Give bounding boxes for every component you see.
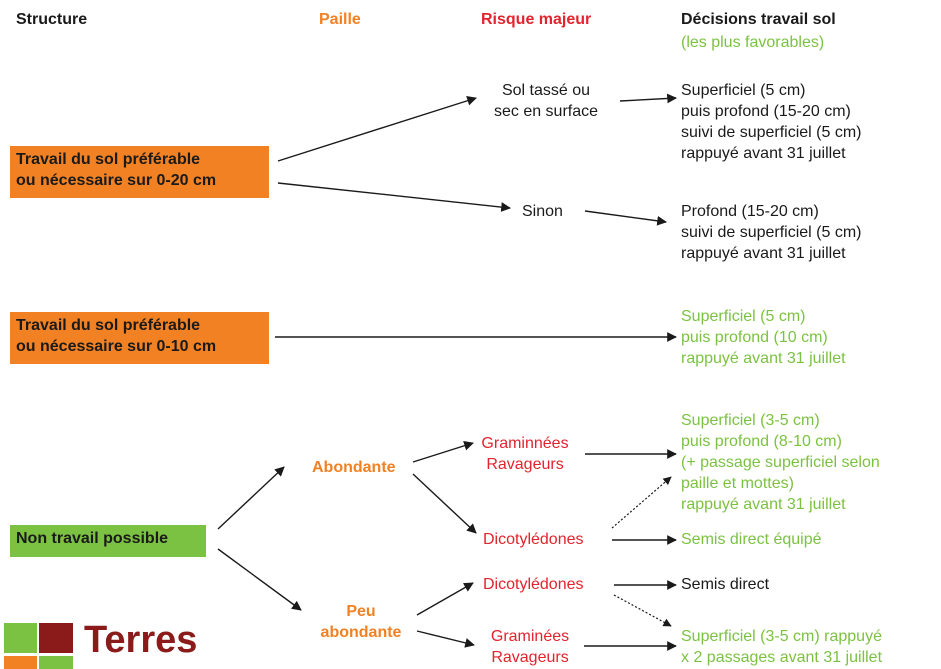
decision-d4-line5: rappuyé avant 31 juillet	[681, 496, 846, 513]
risque-sol-tasse: Sol tassé ou sec en surface	[476, 80, 616, 122]
box-travail-0-10-line1: Travail du sol préférable	[16, 317, 201, 334]
decision-d1-line2: puis profond (15-20 cm)	[681, 103, 851, 120]
decision-d4-line2: puis profond (8-10 cm)	[681, 433, 842, 450]
header-paille: Paille	[319, 11, 361, 28]
decision-d1-line4: rappuyé avant 31 juillet	[681, 145, 846, 162]
decision-d1: Superficiel (5 cm) puis profond (15-20 c…	[681, 80, 862, 164]
arrow-box1-to-soltasse	[277, 96, 477, 162]
decision-d3-line3: rappuyé avant 31 juillet	[681, 350, 846, 367]
risque-gram2-line2: Ravageurs	[491, 649, 569, 666]
paille-peu-line1: Peu	[346, 603, 376, 620]
box-travail-0-20-line1: Travail du sol préférable	[16, 151, 201, 168]
arrow-box3-to-abondante	[217, 466, 285, 530]
header-decisions-sub: (les plus favorables)	[681, 34, 825, 51]
arrow-abondante-to-dico1	[412, 473, 477, 534]
decision-d3: Superficiel (5 cm) puis profond (10 cm) …	[681, 306, 846, 369]
risque-sol-tasse-line2: sec en surface	[493, 103, 599, 120]
dotted-arrow-dico1-to-d4	[611, 476, 672, 529]
box-travail-0-20: Travail du sol préférable ou nécessaire …	[10, 146, 269, 198]
risque-graminees-ravageurs: Graminées Ravageurs	[475, 626, 585, 668]
paille-abondante: Abondante	[312, 459, 396, 476]
logo-square-green	[4, 623, 37, 653]
box-non-travail: Non travail possible	[10, 525, 206, 557]
arrow-sinon-to-d2	[584, 210, 667, 226]
risque-sol-tasse-line1: Sol tassé ou	[501, 82, 591, 99]
decision-d6: Semis direct	[681, 576, 770, 593]
decision-d2-line2: suivi de superficiel (5 cm)	[681, 224, 862, 241]
logo-mark	[4, 623, 73, 669]
arrow-soltasse-to-d1	[619, 93, 677, 104]
paille-peu-abondante: Peu abondante	[308, 601, 414, 643]
header-risque: Risque majeur	[481, 11, 592, 28]
decision-d7: Superficiel (3-5 cm) rappuyé x 2 passage…	[681, 626, 882, 668]
decision-d2-line3: rappuyé avant 31 juillet	[681, 245, 846, 262]
logo-square-orange	[4, 656, 37, 669]
decision-d4-line1: Superficiel (3-5 cm)	[681, 412, 820, 429]
decision-d1-line1: Superficiel (5 cm)	[681, 82, 806, 99]
box-non-travail-label: Non travail possible	[16, 530, 169, 547]
decision-d4: Superficiel (3-5 cm) puis profond (8-10 …	[681, 410, 880, 515]
risque-gram1-line2: Ravageurs	[486, 456, 564, 473]
decision-d7-line2: x 2 passages avant 31 juillet	[681, 649, 883, 666]
header-decisions: Décisions travail sol	[681, 11, 836, 28]
box-travail-0-10: Travail du sol préférable ou nécessaire …	[10, 312, 269, 364]
decision-d1-line3: suivi de superficiel (5 cm)	[681, 124, 862, 141]
risque-graminnees-ravageurs: Graminnées Ravageurs	[470, 433, 580, 475]
logo-square-red	[39, 623, 73, 653]
box-travail-0-10-line2: ou nécessaire sur 0-10 cm	[16, 338, 217, 355]
arrow-box3-to-peu	[217, 548, 302, 611]
logo-square-green-2	[39, 656, 73, 669]
decision-d4-line4: paille et mottes)	[681, 475, 794, 492]
paille-peu-line2: abondante	[320, 624, 402, 641]
arrow-box1-to-sinon	[277, 182, 511, 212]
arrow-peu-to-dico2	[416, 582, 474, 616]
decision-d5: Semis direct équipé	[681, 531, 822, 548]
decision-d7-line1: Superficiel (3-5 cm) rappuyé	[681, 628, 882, 645]
decision-d2-line1: Profond (15-20 cm)	[681, 203, 819, 220]
box-travail-0-20-line2: ou nécessaire sur 0-20 cm	[16, 172, 217, 189]
header-structure: Structure	[16, 11, 88, 28]
risque-gram1-line1: Graminnées	[481, 435, 569, 452]
risque-gram2-line1: Graminées	[490, 628, 570, 645]
dotted-arrow-dico2-to-d7	[613, 594, 672, 627]
risque-sinon: Sinon	[522, 203, 563, 220]
decision-d4-line3: (+ passage superficiel selon	[681, 454, 880, 471]
risque-dicotyledones-2: Dicotylédones	[483, 576, 584, 593]
decision-d3-line2: puis profond (10 cm)	[681, 329, 828, 346]
logo-text: Terres	[84, 619, 198, 661]
decision-d2: Profond (15-20 cm) suivi de superficiel …	[681, 201, 862, 264]
arrow-abondante-to-gram1	[412, 440, 474, 463]
risque-dicotyledones-1: Dicotylédones	[483, 531, 584, 548]
arrow-peu-to-gram2	[416, 630, 475, 648]
decision-d3-line1: Superficiel (5 cm)	[681, 308, 806, 325]
